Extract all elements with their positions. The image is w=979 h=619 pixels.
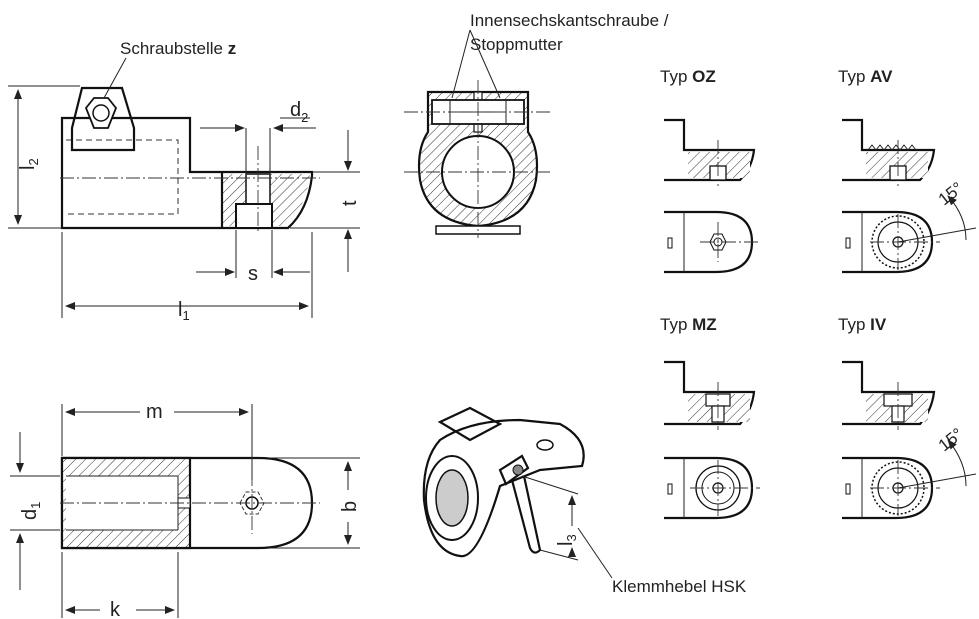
dim-k: k [110, 599, 121, 619]
type-av-view [842, 118, 977, 274]
schraube-label-line2: Stoppmutter [470, 35, 563, 54]
type-iv-label: Typ IV [838, 315, 887, 334]
dim-l2: l2 [17, 158, 41, 170]
isometric-view [422, 406, 613, 579]
schraube-label-line1: Innensechskantschraube / [470, 11, 669, 30]
klemmhebel-label: Klemmhebel HSK [612, 577, 747, 596]
dim-d2: d2 [290, 99, 308, 125]
dim-d1: d1 [19, 502, 43, 520]
front-section-view [404, 29, 552, 238]
dim-m: m [146, 401, 163, 423]
type-mz-view [664, 360, 760, 520]
dim-s: s [248, 263, 258, 285]
side-view [8, 57, 360, 318]
dim-b: b [339, 501, 361, 512]
schraubstelle-label: Schraubstelle z [120, 39, 236, 58]
dim-l3: l3 [555, 534, 579, 546]
type-oz-view [664, 118, 760, 274]
dim-l1: l1 [178, 299, 190, 323]
type-mz-label: Typ MZ [660, 315, 717, 334]
type-av-label: Typ AV [838, 67, 893, 86]
type-iv-view [842, 360, 977, 520]
dim-t: t [339, 200, 361, 206]
top-view [10, 404, 360, 618]
av-angle-label: 15° [935, 178, 967, 209]
iv-angle-label: 15° [935, 424, 967, 455]
type-oz-label: Typ OZ [660, 67, 716, 86]
